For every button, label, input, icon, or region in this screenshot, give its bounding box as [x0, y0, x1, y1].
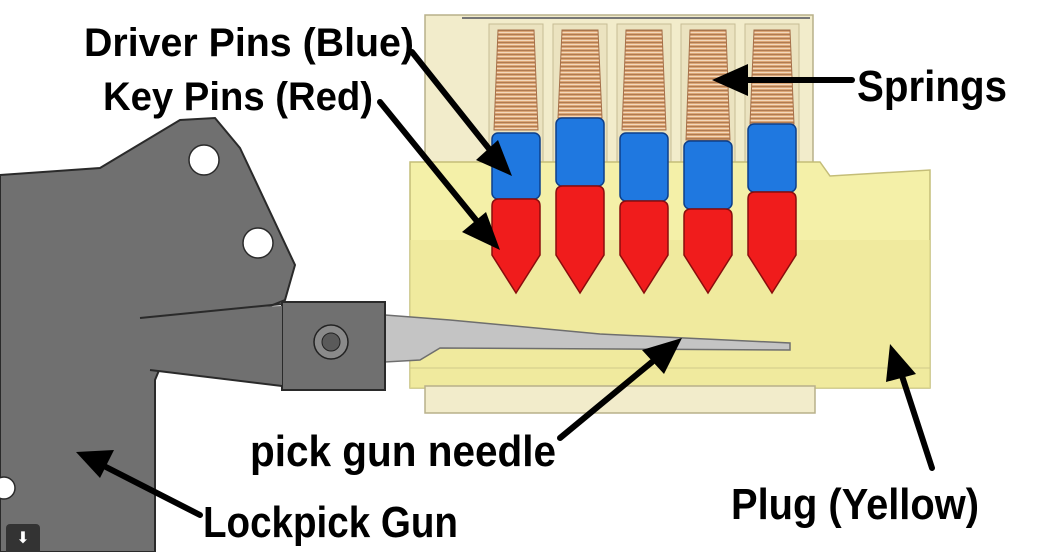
download-arrow-icon: ⬇: [16, 528, 30, 547]
lockpick-gun: [0, 116, 297, 552]
gun-hole: [188, 144, 220, 176]
gun-hole: [0, 476, 16, 500]
key-pins-label: Key Pins (Red): [103, 75, 373, 119]
plug-label: Plug (Yellow): [731, 480, 979, 529]
pick-gun-needle: [384, 314, 791, 363]
driver-pins-label: Driver Pins (Blue): [84, 21, 414, 65]
key-pins: [491, 185, 797, 295]
gun-hole: [242, 227, 274, 259]
arrows: [76, 49, 935, 518]
download-button[interactable]: ⬇: [6, 524, 40, 552]
lockpick-gun-label: Lockpick Gun: [203, 498, 458, 547]
springs-label: Springs: [857, 62, 1007, 111]
needle-label: pick gun needle: [250, 427, 556, 476]
